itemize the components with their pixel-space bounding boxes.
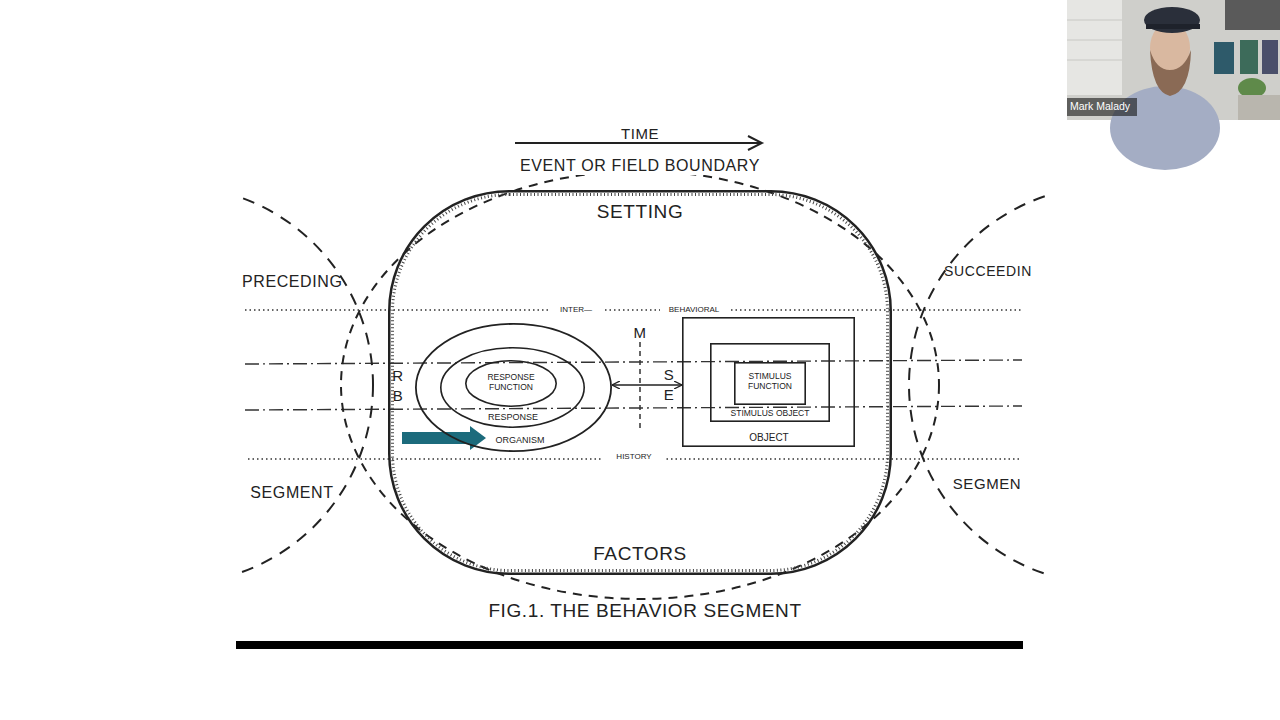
node-label: SETTING bbox=[560, 201, 720, 223]
organism-ellipse-line bbox=[416, 324, 611, 451]
slide-bottom-bar bbox=[236, 641, 1023, 649]
succeeding-segment: SUCCEEDIN SEGMEN bbox=[908, 185, 1050, 585]
webcam-thumbnail bbox=[1067, 0, 1280, 170]
node-label: EVENT OR FIELD BOUNDARY bbox=[495, 157, 785, 175]
event-boundary-outline bbox=[340, 170, 940, 600]
response-ellipse: RESPONSE RESPONSE FUNCTION bbox=[440, 347, 585, 428]
band-label: BEHAVIORAL bbox=[660, 305, 728, 314]
setting-boundary-line bbox=[389, 191, 891, 574]
response-ellipse-line bbox=[441, 348, 584, 427]
response-function-ellipse-line bbox=[466, 361, 556, 406]
setting-boundary: SETTING FACTORS ORGANISM RESPONSE RESPONSE F… bbox=[388, 190, 892, 575]
node-label: FACTORS bbox=[560, 543, 720, 565]
figure-caption: FIG.1. THE BEHAVIOR SEGMENT bbox=[440, 600, 850, 622]
band-label: INTER— bbox=[548, 305, 604, 314]
setting-boundary-outline bbox=[388, 190, 892, 575]
medium-divider bbox=[639, 342, 641, 428]
node-label: SEGMENT bbox=[244, 484, 340, 502]
node-label: ORGANISM bbox=[488, 435, 552, 445]
organism-ellipse: ORGANISM RESPONSE RESPONSE FUNCTION bbox=[415, 323, 612, 452]
medium-label: M bbox=[632, 324, 648, 341]
stimulus-function-box: STIMULUS FUNCTION bbox=[734, 362, 806, 405]
dash-dot-line bbox=[245, 406, 1022, 410]
node-label: PRECEDING bbox=[242, 273, 340, 291]
node-label: RESPONSE bbox=[483, 412, 543, 422]
webcam-blind bbox=[1067, 20, 1122, 21]
node-label: STIMULUS OBJECT bbox=[714, 409, 826, 419]
side-label: S E bbox=[662, 365, 676, 405]
node-label: SEGMEN bbox=[942, 475, 1032, 492]
response-function-ellipse: RESPONSE FUNCTION bbox=[465, 360, 557, 407]
webcam-shelf bbox=[1225, 0, 1280, 30]
band-label: HISTORY bbox=[603, 452, 665, 461]
axis-label: TIME bbox=[600, 125, 680, 142]
succeeding-segment-line bbox=[909, 186, 1050, 584]
setting-boundary-line bbox=[393, 195, 888, 571]
stimulus-object-box-line bbox=[711, 344, 829, 421]
side-label: R B bbox=[391, 366, 405, 406]
node-label: STIMULUS FUNCTION bbox=[737, 372, 803, 392]
preceding-segment-line bbox=[236, 186, 373, 584]
time-arrow-head bbox=[748, 136, 762, 150]
webcam-poster bbox=[1262, 40, 1278, 74]
succeeding-segment-outline bbox=[908, 185, 1050, 585]
stimulus-function-box-line bbox=[735, 363, 805, 404]
webcam-hat bbox=[1144, 7, 1200, 33]
presenter-name: Mark Malady bbox=[1070, 100, 1136, 112]
webcam-desk bbox=[1238, 95, 1280, 120]
webcam-blind bbox=[1067, 60, 1122, 61]
webcam-name-tag bbox=[1067, 98, 1137, 116]
webcam-blind bbox=[1067, 40, 1122, 41]
webcam-window bbox=[1067, 0, 1122, 95]
node-label: SUCCEEDIN bbox=[940, 263, 1036, 279]
event-boundary-line bbox=[341, 171, 939, 599]
time-arrow-shaft bbox=[515, 142, 760, 144]
object-box-line bbox=[683, 318, 854, 446]
node-label: OBJECT bbox=[733, 432, 805, 444]
object-box: OBJECT STIMULUS OBJECT STIMULUS FUNCTION bbox=[682, 317, 855, 447]
webcam-hat-brim bbox=[1146, 24, 1200, 29]
webcam-poster bbox=[1240, 40, 1258, 74]
node-label: RESPONSE FUNCTION bbox=[476, 373, 546, 393]
preceding-segment-outline bbox=[236, 185, 374, 585]
event-boundary: EVENT OR FIELD BOUNDARYSETTINGFACTORSORG… bbox=[340, 170, 940, 600]
webcam-poster bbox=[1214, 42, 1234, 74]
webcam-beard bbox=[1150, 50, 1191, 96]
interaction-arrow bbox=[612, 384, 682, 386]
stimulus-object-box: STIMULUS OBJECT STIMULUS FUNCTION bbox=[710, 343, 830, 422]
history-band-top bbox=[245, 309, 1022, 311]
preceding-segment: PRECEDING SEGMENT bbox=[236, 185, 374, 585]
dash-dot-line bbox=[245, 360, 1022, 364]
